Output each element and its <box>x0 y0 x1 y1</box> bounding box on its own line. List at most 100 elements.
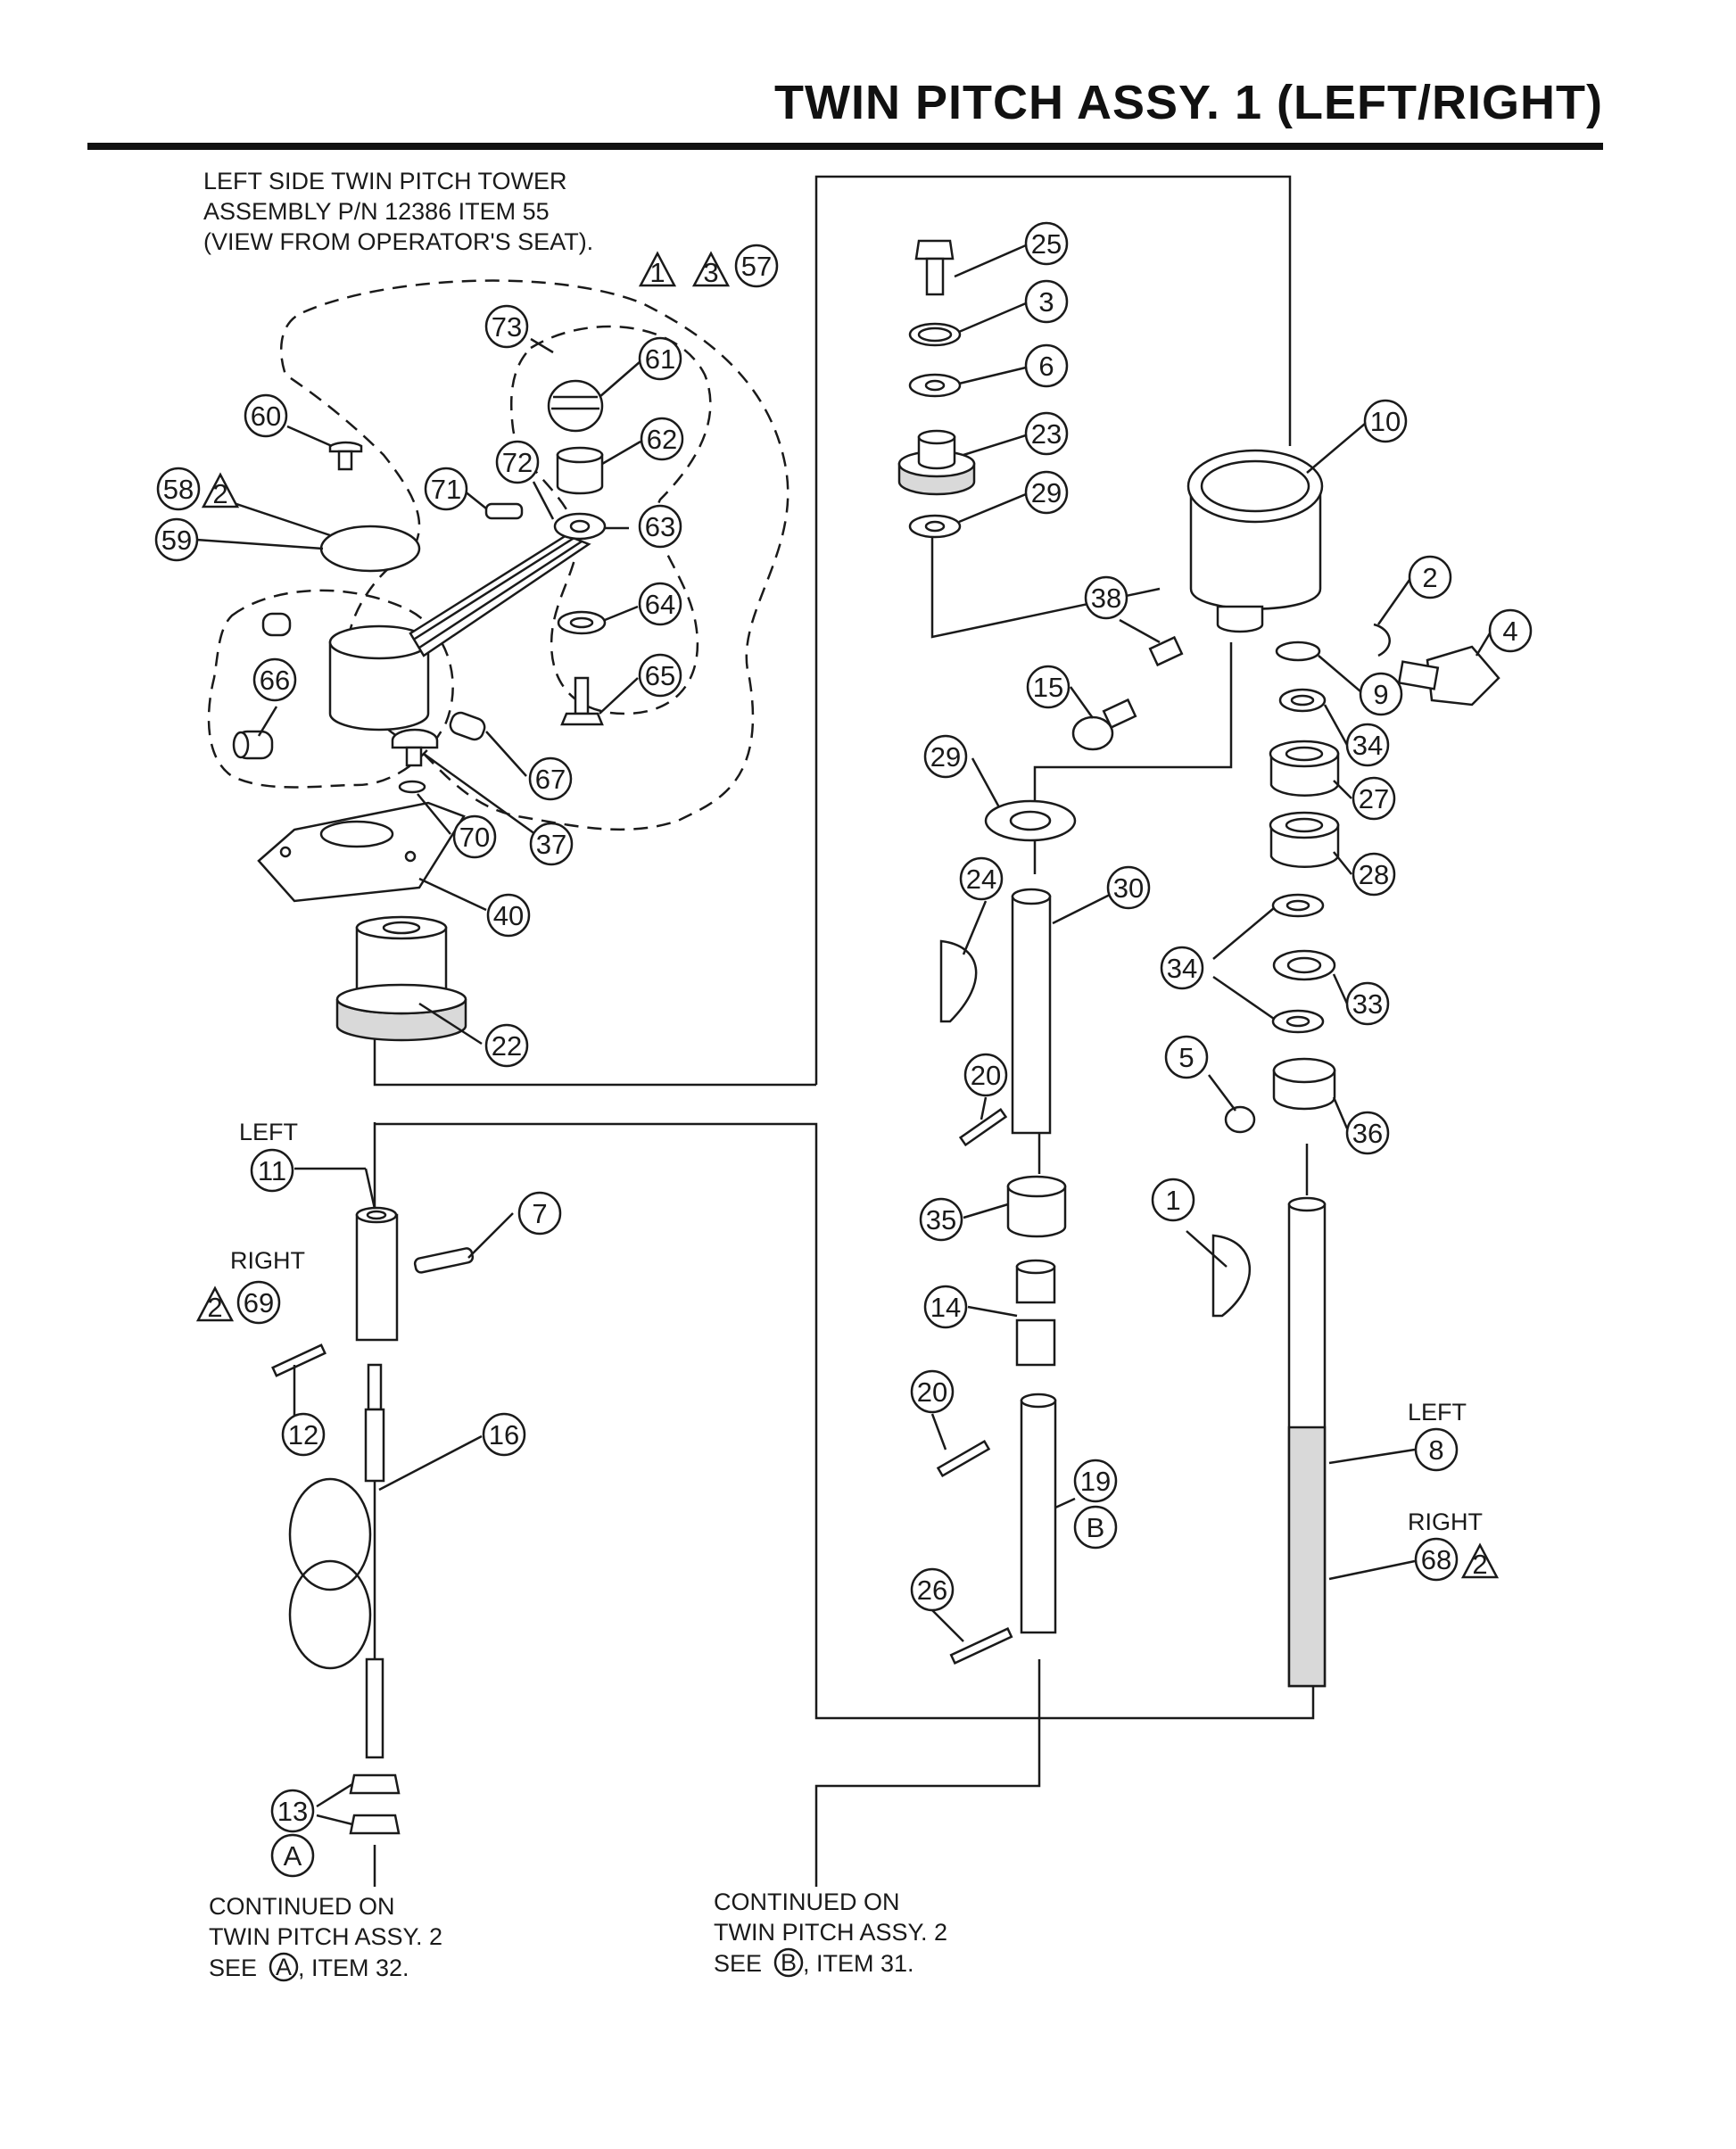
svg-text:A: A <box>284 1840 302 1872</box>
svg-text:1: 1 <box>649 257 665 288</box>
callout-26: 26 <box>910 1567 955 1612</box>
svg-text:36: 36 <box>1352 1118 1383 1149</box>
callout-29-upper: 29 <box>1024 470 1069 515</box>
svg-text:67: 67 <box>535 764 566 795</box>
callout-11: 11 <box>250 1148 294 1193</box>
callout-24: 24 <box>959 856 1004 901</box>
callout-34-lower: 34 <box>1160 946 1204 990</box>
lower-left-parts <box>271 1206 475 1835</box>
callout-72: 72 <box>495 440 540 484</box>
label-right-68: RIGHT <box>1408 1508 1483 1535</box>
svg-text:8: 8 <box>1428 1434 1443 1466</box>
svg-text:40: 40 <box>493 900 524 931</box>
callout-33: 33 <box>1345 981 1390 1026</box>
callout-12: 12 <box>281 1412 326 1457</box>
ref-b-letter: B <box>781 1949 797 1976</box>
callout-9: 9 <box>1359 672 1403 716</box>
callout-34-upper: 34 <box>1345 723 1390 767</box>
tower-note-line-2: ASSEMBLY P/N 12386 ITEM 55 <box>203 198 550 225</box>
callout-69: 69 <box>236 1280 281 1325</box>
svg-text:66: 66 <box>260 665 290 696</box>
svg-text:25: 25 <box>1031 228 1062 260</box>
svg-text:28: 28 <box>1359 859 1389 890</box>
svg-text:34: 34 <box>1167 953 1197 984</box>
svg-text:23: 23 <box>1031 418 1062 450</box>
svg-text:5: 5 <box>1178 1042 1194 1073</box>
tower-note-line-3: (VIEW FROM OPERATOR'S SEAT). <box>203 228 593 255</box>
callout-14: 14 <box>923 1285 968 1329</box>
page-title: TWIN PITCH ASSY. 1 (LEFT/RIGHT) <box>774 76 1603 129</box>
svg-text:26: 26 <box>917 1575 947 1606</box>
tower-note-line-1: LEFT SIDE TWIN PITCH TOWER <box>203 168 567 194</box>
svg-text:58: 58 <box>163 474 194 505</box>
callout-25: 25 <box>1024 221 1069 266</box>
callout-28: 28 <box>1352 852 1396 897</box>
callout-22: 22 <box>484 1023 529 1068</box>
note-flag-2-item-68: 2 <box>1460 1542 1500 1580</box>
svg-text:7: 7 <box>532 1198 547 1229</box>
callout-5: 5 <box>1164 1035 1209 1079</box>
svg-text:22: 22 <box>492 1030 522 1062</box>
callout-60: 60 <box>244 393 288 438</box>
callout-leaders <box>195 244 1492 1826</box>
label-right-69: RIGHT <box>230 1247 305 1274</box>
svg-text:73: 73 <box>492 311 522 343</box>
svg-text:4: 4 <box>1502 616 1517 647</box>
callout-73: 73 <box>484 304 529 349</box>
callout-2: 2 <box>1408 555 1452 599</box>
title-rule <box>87 143 1603 150</box>
callout-62: 62 <box>640 417 684 461</box>
callout-4: 4 <box>1488 608 1533 653</box>
callout-16: 16 <box>482 1412 526 1457</box>
tower-assembly-note: LEFT SIDE TWIN PITCH TOWER ASSEMBLY P/N … <box>203 168 593 255</box>
svg-text:12: 12 <box>288 1419 318 1451</box>
svg-text:59: 59 <box>161 525 192 556</box>
continued-b-line-1: CONTINUED ON <box>714 1889 900 1915</box>
svg-text:57: 57 <box>741 251 772 282</box>
side-labels: LEFT RIGHT LEFT RIGHT <box>230 1119 1483 1535</box>
svg-text:61: 61 <box>645 343 675 375</box>
callout-bubbles: 25 3 6 23 29 10 2 4 9 38 15 29 34 27 28 … <box>154 221 1533 1878</box>
callout-15: 15 <box>1026 665 1071 709</box>
svg-text:30: 30 <box>1113 872 1144 904</box>
note-flags: 1 3 2 2 2 <box>195 251 1500 1580</box>
callout-20-upper: 20 <box>963 1053 1008 1097</box>
note-flag-3: 3 <box>691 251 731 288</box>
svg-text:3: 3 <box>703 257 718 288</box>
svg-text:70: 70 <box>459 822 490 853</box>
svg-text:20: 20 <box>917 1376 947 1408</box>
continued-b-item: , ITEM 31. <box>803 1950 914 1977</box>
continued-a-item: , ITEM 32. <box>298 1955 409 1981</box>
callout-59: 59 <box>154 517 199 562</box>
callout-66: 66 <box>252 657 297 702</box>
callout-ref-a: A <box>270 1833 315 1878</box>
callout-20-lower: 20 <box>910 1369 955 1414</box>
svg-text:20: 20 <box>971 1060 1001 1091</box>
svg-text:B: B <box>1087 1512 1105 1543</box>
shaft-stack-parts <box>936 888 1327 1688</box>
callout-7: 7 <box>517 1191 562 1236</box>
callout-10: 10 <box>1363 399 1408 443</box>
svg-text:2: 2 <box>1422 562 1437 593</box>
svg-text:72: 72 <box>502 447 533 478</box>
callout-8: 8 <box>1414 1427 1459 1472</box>
callout-19: 19 <box>1073 1459 1118 1503</box>
callout-13: 13 <box>270 1789 315 1833</box>
svg-text:33: 33 <box>1352 988 1383 1020</box>
callout-6: 6 <box>1024 343 1069 388</box>
callout-3: 3 <box>1024 279 1069 324</box>
svg-text:60: 60 <box>251 401 281 432</box>
continued-b-line-2: TWIN PITCH ASSY. 2 <box>714 1919 947 1946</box>
callout-35: 35 <box>919 1197 963 1242</box>
svg-text:71: 71 <box>431 474 461 505</box>
continued-a-line-1: CONTINUED ON <box>209 1893 395 1920</box>
svg-text:24: 24 <box>966 864 996 895</box>
callout-36: 36 <box>1345 1111 1390 1155</box>
svg-text:1: 1 <box>1165 1185 1180 1216</box>
svg-text:9: 9 <box>1373 679 1388 710</box>
callout-57: 57 <box>734 244 779 288</box>
svg-text:29: 29 <box>930 741 961 773</box>
svg-text:3: 3 <box>1038 286 1054 318</box>
callout-70: 70 <box>452 814 497 859</box>
